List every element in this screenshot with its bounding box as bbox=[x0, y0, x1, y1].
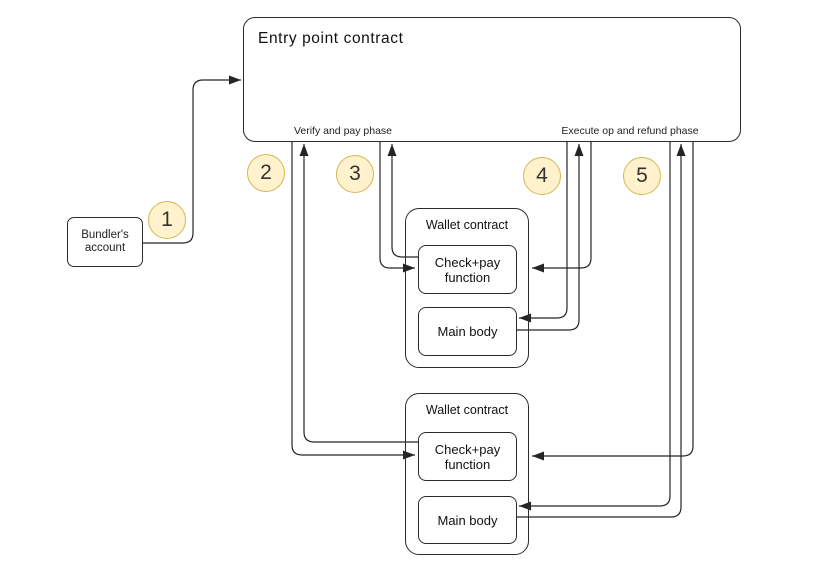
wallet-1-main-body-node: Main body bbox=[418, 307, 517, 356]
edge-step5-call-mainbody-wallet2 bbox=[519, 142, 671, 511]
wallet-contract-2-title: Wallet contract bbox=[425, 403, 509, 417]
step-badge-3: 3 bbox=[336, 155, 374, 193]
step-badge-2: 2 bbox=[247, 154, 285, 192]
wallet-2-check-pay-function-node: Check+pay function bbox=[418, 432, 517, 481]
edge-step2-call-checkpay-wallet2 bbox=[291, 142, 415, 460]
bundler-account-label: Bundler's account bbox=[81, 229, 129, 254]
edge-step1-bundler-to-entry bbox=[143, 75, 241, 244]
edge-step4-call-mainbody-wallet1 bbox=[519, 142, 568, 323]
edge-step2-return-to-entry bbox=[299, 144, 418, 443]
edge-step4-return-to-entry bbox=[517, 144, 584, 331]
entry-point-contract-node: Entry point contract bbox=[243, 17, 741, 142]
edge-step3-return-to-entry bbox=[387, 144, 418, 258]
bundler-account-node: Bundler's account bbox=[67, 217, 143, 267]
step-badge-4: 4 bbox=[523, 157, 561, 195]
wallet-2-check-pay-label: Check+pay function bbox=[434, 441, 501, 472]
edge-step3-call-checkpay-wallet1 bbox=[379, 142, 415, 273]
entry-point-title: Entry point contract bbox=[258, 30, 404, 47]
wallet-contract-1-node: Wallet contract Check+pay function Main … bbox=[405, 208, 529, 368]
wallet-2-main-body-node: Main body bbox=[418, 496, 517, 544]
wallet-2-main-body-label: Main body bbox=[437, 512, 498, 528]
edge-step4-refund-checkpay-wallet1 bbox=[532, 142, 592, 273]
verify-phase-label: Verify and pay phase bbox=[293, 125, 393, 137]
wallet-1-check-pay-label: Check+pay function bbox=[434, 254, 501, 285]
step-badge-1: 1 bbox=[148, 201, 186, 239]
execute-phase-label: Execute op and refund phase bbox=[561, 125, 699, 137]
step-badge-5: 5 bbox=[623, 157, 661, 195]
wallet-contract-2-node: Wallet contract Check+pay function Main … bbox=[405, 393, 529, 555]
edge-step5-return-to-entry bbox=[517, 144, 686, 518]
wallet-1-check-pay-function-node: Check+pay function bbox=[418, 245, 517, 294]
wallet-1-main-body-label: Main body bbox=[437, 324, 498, 339]
wallet-contract-1-title: Wallet contract bbox=[425, 218, 509, 232]
edge-step5-refund-checkpay-wallet2 bbox=[532, 142, 694, 461]
